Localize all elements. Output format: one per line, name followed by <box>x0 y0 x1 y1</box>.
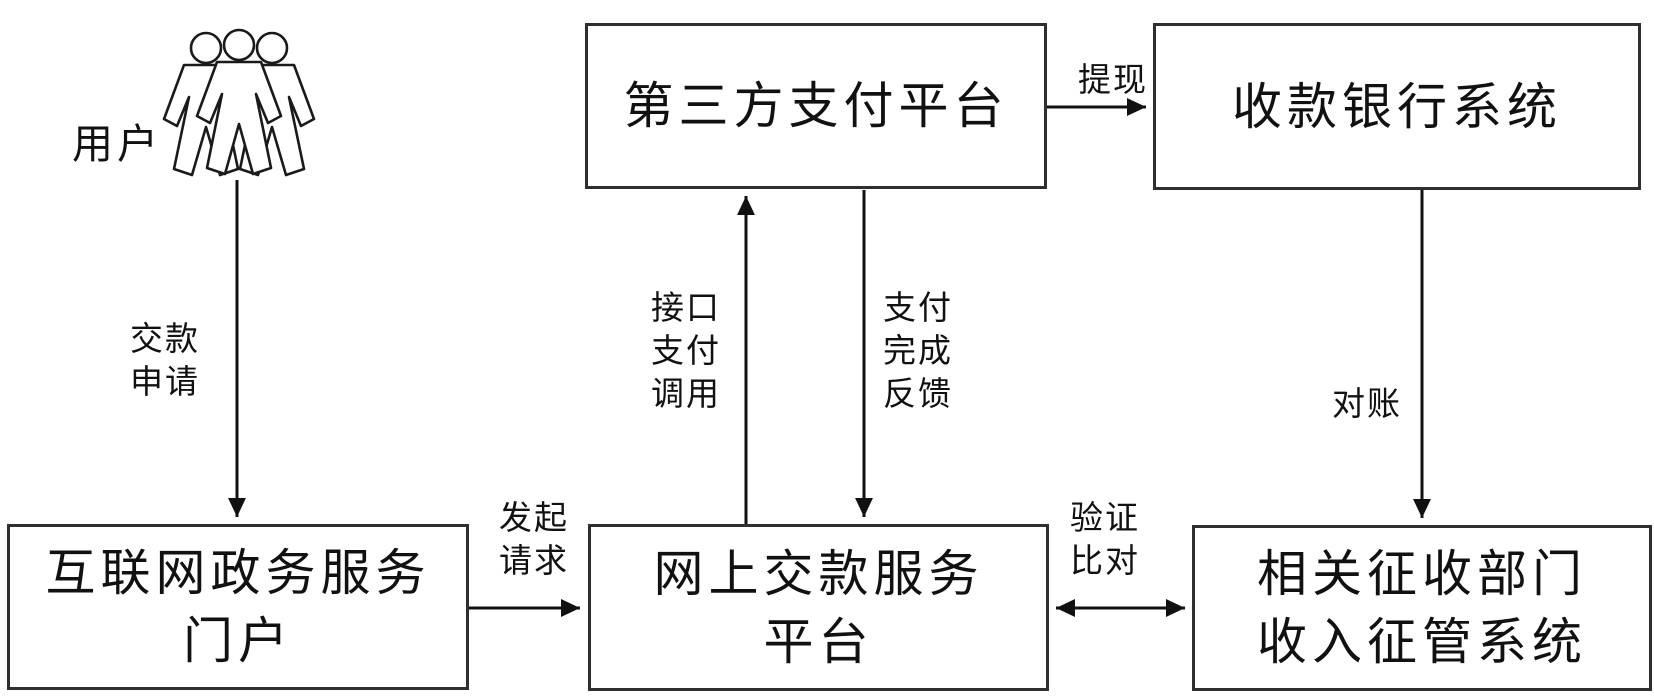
node-government-portal-line2: 门户 <box>183 613 293 669</box>
users-icon <box>162 28 316 177</box>
node-online-payment-platform: 网上交款服务 平台 <box>588 524 1049 691</box>
node-receiving-bank-system-line1: 收款银行系统 <box>1232 78 1562 135</box>
node-government-portal: 互联网政务服务 门户 <box>7 524 469 690</box>
edge-label-verify-compare-line1: 验证 <box>1070 499 1140 536</box>
edge-label-withdraw: 提现 <box>1078 61 1148 98</box>
node-third-party-payment-line1: 第三方支付平台 <box>623 78 1009 134</box>
edge-label-interface-call-line1: 接口 <box>651 289 721 326</box>
edge-label-initiate-request: 发起 请求 <box>469 496 599 582</box>
edge-label-initiate-request-line1: 发起 <box>499 499 569 536</box>
node-revenue-collection-system-line2: 收入征管系统 <box>1257 614 1587 670</box>
node-government-portal-line1: 互联网政务服务 <box>45 545 431 601</box>
edge-label-payment-feedback: 支付 完成 反馈 <box>853 286 983 415</box>
edge-label-payment-request-line2: 申请 <box>130 363 200 400</box>
node-online-payment-platform-line2: 平台 <box>763 613 874 670</box>
edge-label-interface-call-line2: 支付 <box>651 332 721 369</box>
node-revenue-collection-system-line1: 相关征收部门 <box>1257 546 1587 602</box>
node-revenue-collection-system: 相关征收部门 收入征管系统 <box>1192 525 1652 691</box>
edge-label-payment-feedback-line2: 完成 <box>883 332 953 369</box>
node-receiving-bank-system: 收款银行系统 <box>1153 23 1641 190</box>
edge-label-payment-feedback-line1: 支付 <box>883 289 953 326</box>
edge-label-interface-call: 接口 支付 调用 <box>621 286 751 415</box>
edge-label-verify-compare: 验证 比对 <box>1040 496 1170 582</box>
node-third-party-payment: 第三方支付平台 <box>585 23 1047 189</box>
edge-label-verify-compare-line2: 比对 <box>1070 542 1140 579</box>
edge-label-payment-feedback-line3: 反馈 <box>883 375 953 412</box>
edge-label-payment-request-line1: 交款 <box>130 320 200 357</box>
edge-label-payment-request: 交款 申请 <box>100 317 230 403</box>
edge-label-interface-call-line3: 调用 <box>651 375 721 412</box>
node-online-payment-platform-line1: 网上交款服务 <box>653 545 984 602</box>
user-node-label: 用户 <box>72 121 162 167</box>
edge-label-reconciliation: 对账 <box>1332 385 1402 422</box>
edge-label-initiate-request-line2: 请求 <box>499 542 569 579</box>
